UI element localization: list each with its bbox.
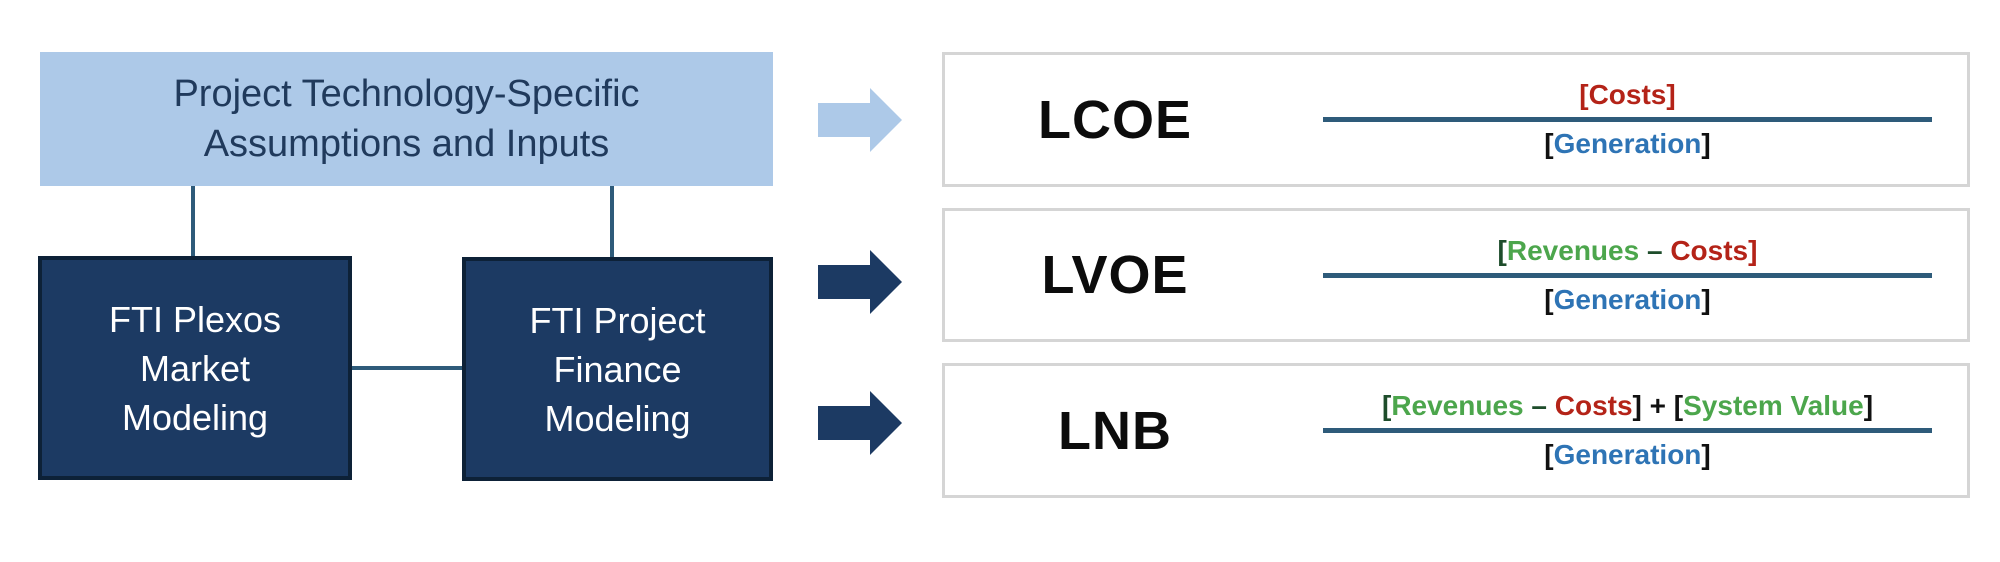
finance-modeling-line1: FTI Project [529, 299, 706, 341]
assumptions-inputs-line1: Project Technology-Specific [173, 73, 640, 115]
lvoe-fraction: [Revenues – Costs] [Generation] [1323, 211, 1932, 339]
lvoe-numerator: [Revenues – Costs] [1497, 234, 1758, 266]
lcoe-label: LCOE [1037, 89, 1192, 150]
lnb-label: LNB [1058, 400, 1172, 461]
lcoe-fraction: [Costs] [Generation] [1323, 55, 1932, 184]
lnb-fraction: [Revenues – Costs] + [System Value] [Gen… [1323, 366, 1932, 495]
lvoe-label: LVOE [1041, 245, 1189, 305]
arrow-head [870, 250, 902, 314]
assumptions-inputs-line2: Assumptions and Inputs [203, 123, 610, 165]
market-modeling-line1: FTI Plexos [108, 298, 282, 340]
connector-top-to-market [191, 186, 195, 256]
market-modeling-line3: Modeling [121, 396, 269, 438]
lnb-formula-box: LNB [Revenues – Costs] + [System Value] … [942, 363, 1970, 498]
arrow-head [870, 391, 902, 455]
connector-market-to-finance [352, 366, 462, 370]
arrow-stem [818, 406, 870, 440]
market-modeling-box: FTI Plexos Market Modeling [38, 256, 352, 480]
fraction-line [1323, 117, 1932, 122]
connector-top-to-finance [610, 186, 614, 257]
lvoe-formula-box: LVOE [Revenues – Costs] [Generation] [942, 208, 1970, 342]
lcoe-numerator: [Costs] [1579, 79, 1676, 110]
lcoe-formula-box: LCOE [Costs] [Generation] [942, 52, 1970, 187]
right-arrow-icon-lvoe [818, 250, 902, 314]
market-modeling-line2: Market [139, 347, 251, 389]
right-arrow-icon-lcoe [818, 88, 902, 152]
fraction-line [1323, 272, 1932, 278]
lnb-denominator: [Generation] [1544, 439, 1711, 470]
finance-modeling-line2: Finance [553, 348, 682, 390]
right-arrow-icon-lnb [818, 391, 902, 455]
lnb-numerator: [Revenues – Costs] + [System Value] [1381, 390, 1874, 421]
arrow-stem [818, 103, 870, 137]
lvoe-denominator: [Generation] [1544, 283, 1711, 315]
lcoe-denominator: [Generation] [1544, 128, 1711, 159]
finance-modeling-box: FTI Project Finance Modeling [462, 257, 773, 481]
fraction-line [1323, 428, 1932, 433]
arrow-head [870, 88, 902, 152]
assumptions-inputs-box: Project Technology-Specific Assumptions … [40, 52, 773, 186]
arrow-stem [818, 265, 870, 299]
finance-modeling-line3: Modeling [544, 397, 691, 439]
